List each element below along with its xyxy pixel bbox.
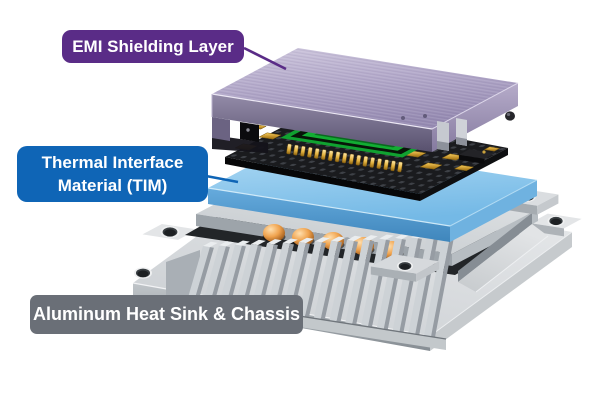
screw-dot [401,116,405,120]
tim-pointer-line [205,174,239,184]
label-aluminum-heat-sink-chassis: Aluminum Heat Sink & Chassis [30,295,303,334]
emi-shield-lid [211,48,519,153]
label-tim-line2: Material (TIM) [57,176,168,195]
label-emi-shielding-layer: EMI Shielding Layer [62,30,244,63]
label-thermal-interface-material: Thermal Interface Material (TIM) [17,146,208,202]
screw-dot [423,114,427,118]
board-connector [458,149,495,164]
label-tim-line1: Thermal Interface [41,152,184,172]
gold-pin-row [286,143,403,173]
emi-pointer-line [243,46,287,71]
shield-knob [505,111,515,121]
shield-clips [437,118,467,151]
shielded-component [240,122,259,142]
